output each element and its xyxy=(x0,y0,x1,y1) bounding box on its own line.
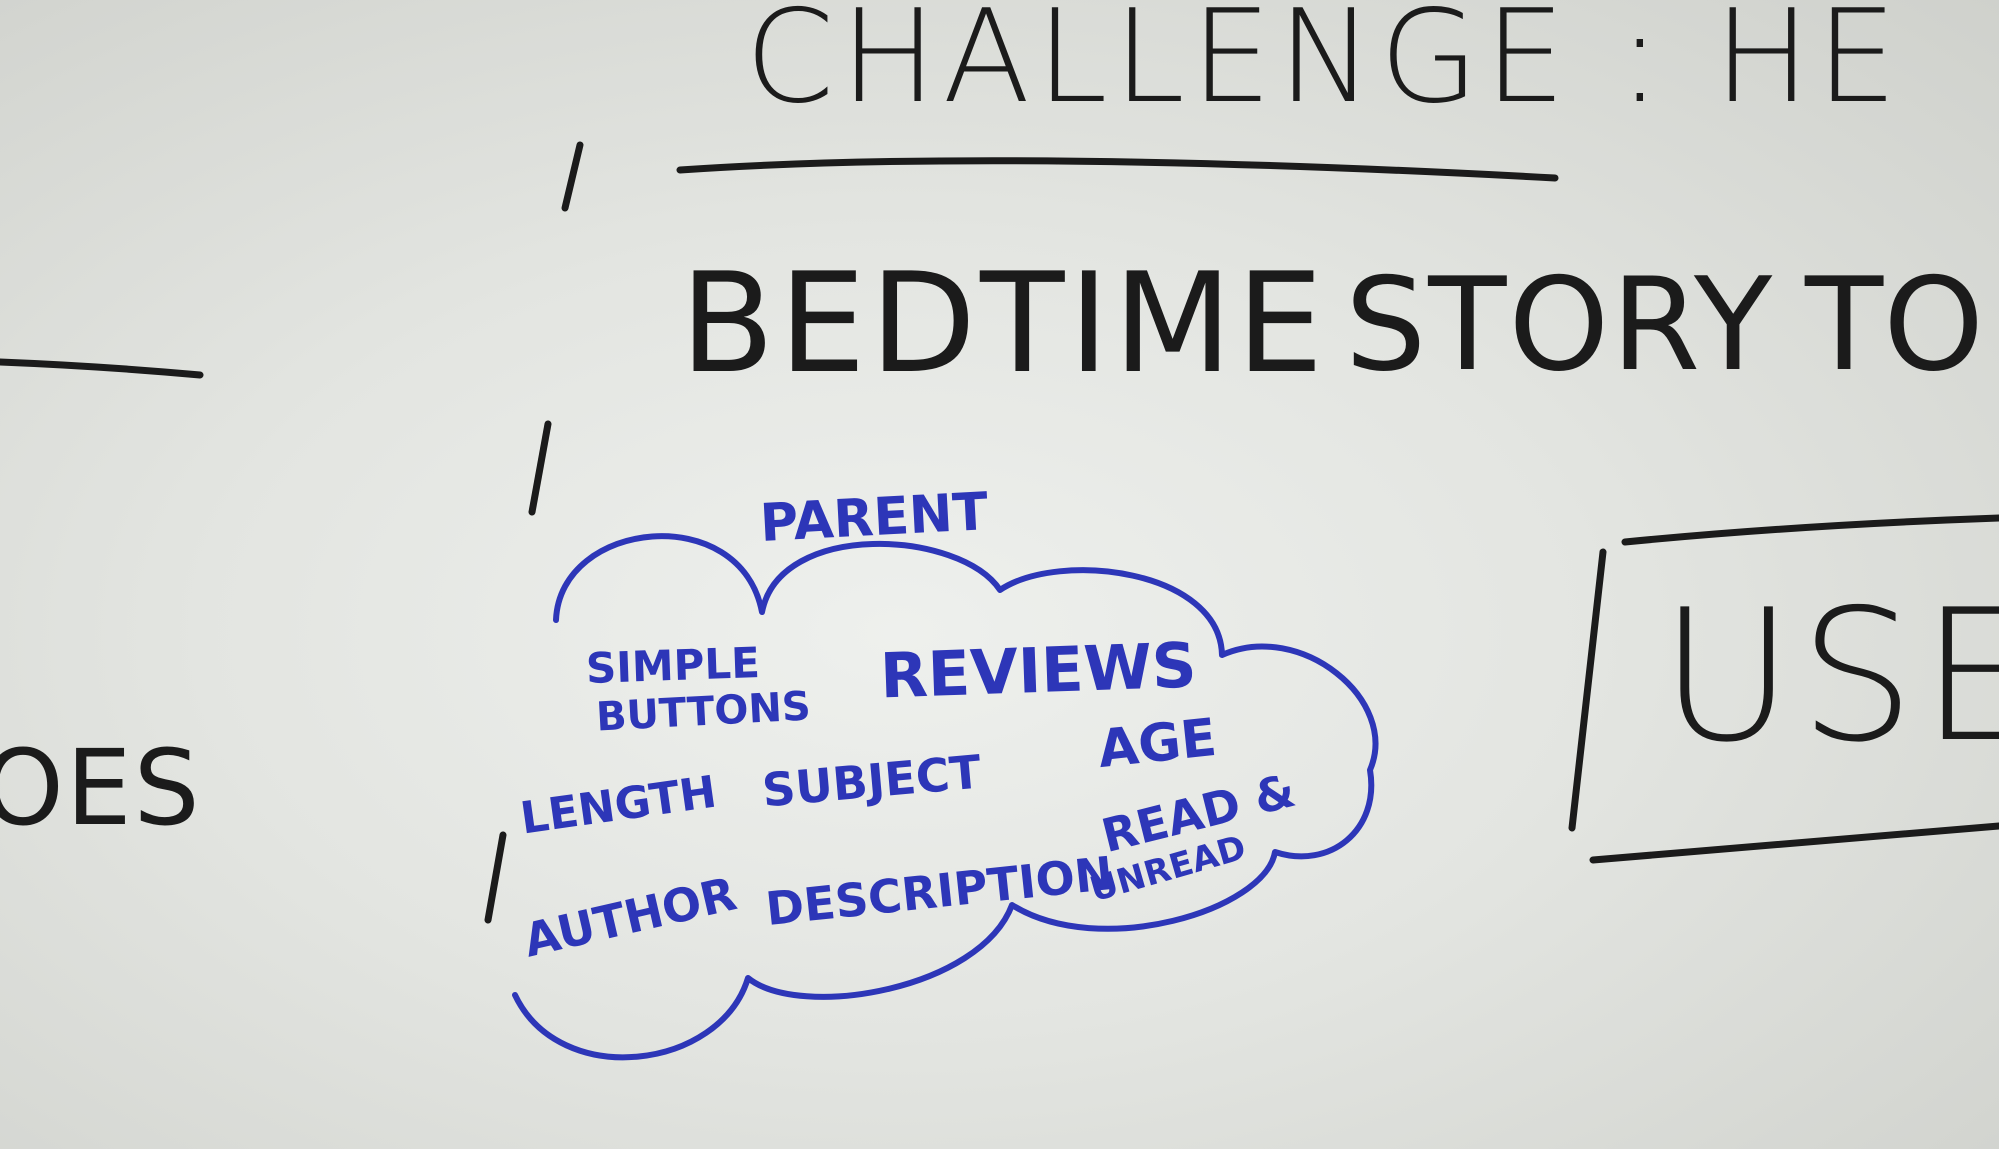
tick-mark-1 xyxy=(561,141,584,212)
use-word: USE xyxy=(1660,570,1999,782)
tick-mark-3 xyxy=(484,831,507,924)
cloud-word-buttons: BUTTONS xyxy=(594,683,812,741)
challenge-heading: CHALLENGE : HE xyxy=(745,0,1904,132)
to-word: TO xyxy=(1805,251,1984,400)
left-top-line xyxy=(0,358,204,379)
left-fragment-word: OES xyxy=(0,727,202,849)
bedtime-word: BEDTIME xyxy=(680,243,1328,404)
use-box-bottom xyxy=(1589,822,1999,864)
story-word: STORY xyxy=(1345,251,1775,400)
cloud-title-parent: PARENT xyxy=(758,482,990,554)
tick-mark-2 xyxy=(528,420,552,516)
cloud-word-simple: SIMPLE xyxy=(585,637,761,694)
challenge-underline xyxy=(676,157,1559,182)
cloud-word-reviews: REVIEWS xyxy=(878,628,1198,713)
use-box-left xyxy=(1568,548,1607,832)
cloud-outline xyxy=(512,533,1379,1061)
cloud-word-age: AGE xyxy=(1095,707,1220,781)
black-marker-strokes xyxy=(0,141,1999,924)
use-box-top xyxy=(1621,514,1999,546)
